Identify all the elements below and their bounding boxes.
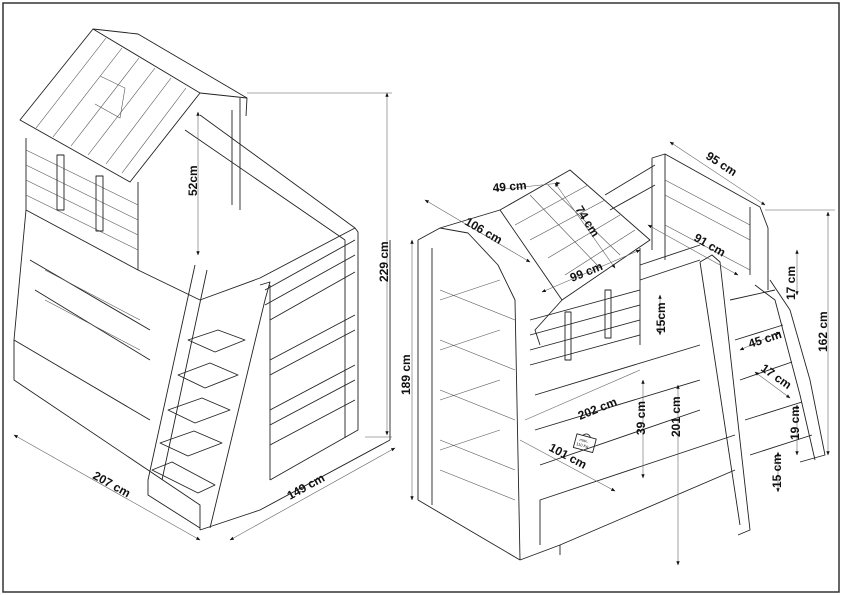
label-roof-height: 52cm <box>186 165 200 196</box>
label-step-width: 45 cm <box>747 327 784 351</box>
right-ladder <box>699 254 826 536</box>
label-step-gap: 17 cm <box>758 361 794 392</box>
weight-badge-line1: max. <box>579 437 589 444</box>
right-headboard <box>651 153 769 290</box>
label-roof-ridge: 49 cm <box>492 178 527 195</box>
label-upper-height: 201 cm <box>669 396 683 437</box>
label-total-height: 229 cm <box>377 241 391 282</box>
left-ladder <box>147 264 271 529</box>
bag-icon <box>572 433 597 454</box>
label-roof-depth: 99 cm <box>568 259 605 285</box>
label-panel-height: 15cm <box>654 302 668 333</box>
label-rail-height: 17 cm <box>784 266 798 300</box>
left-roof <box>19 28 248 183</box>
left-house-walls <box>25 138 139 271</box>
right-bed-view: max. 110 Kg 49 cm 106 cm 7 <box>399 141 835 566</box>
weight-badge-line2: 110 Kg <box>576 441 589 449</box>
label-roof-slope: 106 cm <box>463 214 505 246</box>
label-side-height: 189 cm <box>399 354 413 395</box>
label-lower-length: 202 cm <box>576 395 619 423</box>
right-dimensions: 49 cm 106 cm 74 cm 99 cm 95 cm 91 cm 17 … <box>399 141 835 566</box>
left-dimensions: 207 cm 149 cm 229 cm 52cm <box>13 92 396 541</box>
label-headboard-width: 95 cm <box>703 149 739 179</box>
dim-line-length <box>13 434 201 541</box>
weight-badge: max. 110 Kg <box>572 433 597 454</box>
label-step-rise: 19 cm <box>788 406 802 440</box>
label-lower-clearance: 39 cm <box>634 401 648 435</box>
label-bottom-step: 15 cm <box>770 454 784 488</box>
label-roof-length: 74 cm <box>572 203 602 239</box>
label-length: 207 cm <box>91 468 133 500</box>
left-side-rails <box>264 239 356 480</box>
right-end-panel <box>417 227 521 561</box>
right-roof <box>439 169 651 346</box>
label-total-height-right: 162 cm <box>816 311 830 352</box>
dim-line-width <box>229 447 396 541</box>
left-bed-view: 207 cm 149 cm 229 cm 52cm <box>13 28 396 541</box>
label-inner-width: 91 cm <box>692 230 728 259</box>
right-lower-base <box>519 409 736 561</box>
